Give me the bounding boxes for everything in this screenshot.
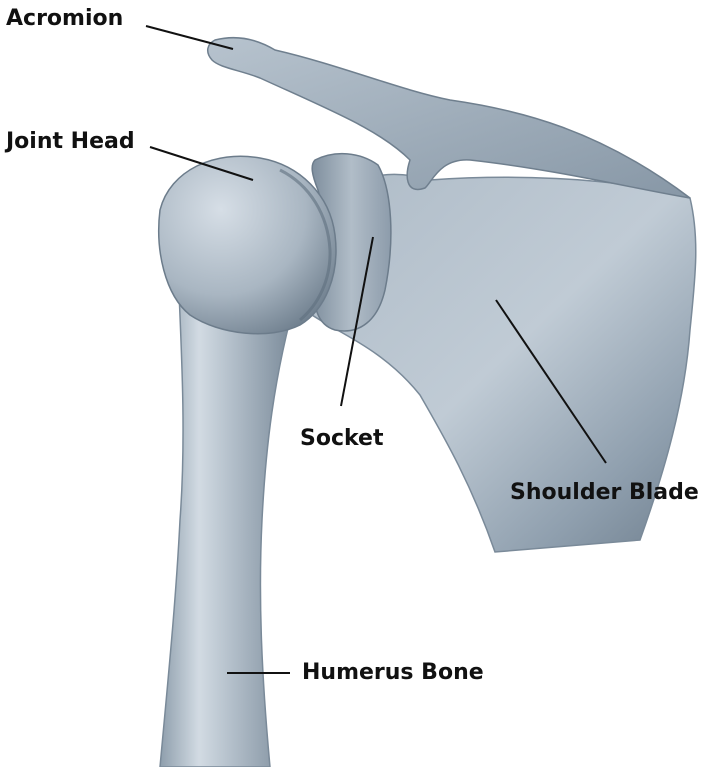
acromion-label: Acromion: [6, 8, 123, 30]
shoulder-blade-label: Shoulder Blade: [510, 482, 699, 504]
humerus-bone-label: Humerus Bone: [302, 662, 484, 684]
socket-label: Socket: [300, 428, 383, 450]
humerus-shaft-shape: [160, 270, 290, 767]
joint-head-shape: [159, 156, 336, 333]
acromion-leader-line: [146, 26, 233, 49]
joint-head-label: Joint Head: [6, 131, 135, 153]
